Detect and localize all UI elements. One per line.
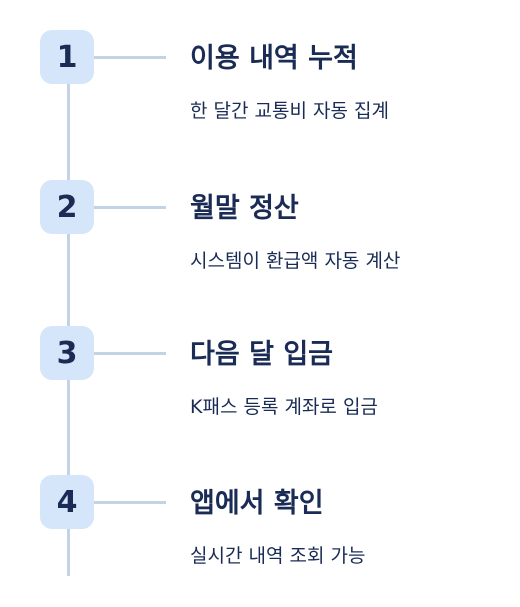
step-number-badge: 4 (40, 475, 94, 529)
step-description: 시스템이 환급액 자동 계산 (190, 250, 401, 272)
step-number-badge: 1 (40, 30, 94, 84)
step-number-badge: 3 (40, 326, 94, 380)
step-title: 월말 정산 (190, 193, 299, 224)
step-2: 2 월말 정산 시스템이 환급액 자동 계산 (0, 180, 520, 290)
timeline-vertical-line (67, 60, 70, 576)
step-title: 이용 내역 누적 (190, 43, 358, 74)
step-connector-line (94, 352, 166, 355)
step-3: 3 다음 달 입금 K패스 등록 계좌로 입금 (0, 326, 520, 436)
step-number-badge: 2 (40, 180, 94, 234)
step-connector-line (94, 206, 166, 209)
step-description: 실시간 내역 조회 가능 (190, 545, 366, 567)
step-connector-line (94, 501, 166, 504)
step-title: 다음 달 입금 (190, 339, 333, 370)
step-connector-line (94, 56, 166, 59)
step-4: 4 앱에서 확인 실시간 내역 조회 가능 (0, 475, 520, 585)
step-description: K패스 등록 계좌로 입금 (190, 396, 378, 418)
step-title: 앱에서 확인 (190, 488, 324, 519)
step-description: 한 달간 교통비 자동 집계 (190, 100, 389, 122)
step-1: 1 이용 내역 누적 한 달간 교통비 자동 집계 (0, 30, 520, 140)
